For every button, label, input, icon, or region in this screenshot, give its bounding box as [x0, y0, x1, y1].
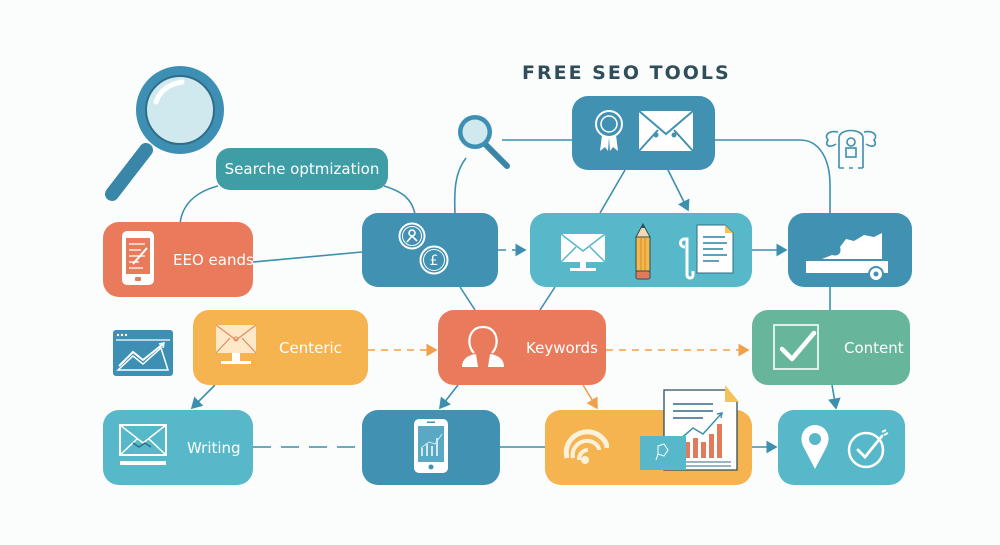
- content-label: Content: [844, 338, 904, 357]
- magnifier-icon: [98, 62, 238, 207]
- seo-brands-node[interactable]: EEO eands: [103, 222, 254, 297]
- dollar-coin-icon: £: [419, 245, 449, 275]
- checkbox-icon: [772, 321, 824, 375]
- monitor-envelope-icon: [215, 324, 257, 372]
- monitor-mail-icon: [560, 233, 606, 273]
- user-coin-icon: [398, 222, 426, 250]
- coins-node[interactable]: £: [362, 213, 498, 287]
- pencil-icon: [634, 223, 652, 281]
- tablet-edit-icon: [121, 230, 155, 290]
- award-ribbon-icon: [594, 109, 624, 157]
- molecule-card-icon: [640, 436, 686, 470]
- tools-node[interactable]: [530, 213, 752, 287]
- robot-icon: [822, 124, 880, 176]
- shoe-node[interactable]: [788, 213, 912, 287]
- analytics-window-icon: [113, 330, 173, 376]
- writing-node[interactable]: Writing: [103, 410, 253, 485]
- map-pin-icon: [800, 424, 830, 470]
- svg-text:£: £: [430, 253, 439, 269]
- envelope-icon: [637, 110, 694, 156]
- keywords-label: Keywords: [526, 338, 598, 357]
- page-title: FREE SEO TOOLS: [522, 62, 731, 84]
- writing-label: Writing: [187, 438, 241, 457]
- small-magnifier-icon: [455, 112, 513, 172]
- phone-node[interactable]: [362, 410, 500, 485]
- centeric-node[interactable]: Centeric: [193, 310, 368, 385]
- centeric-label: Centeric: [279, 338, 342, 357]
- mail-monitor-icon: [119, 423, 169, 473]
- search-optimization-label: Searche optmization: [224, 160, 380, 178]
- keywords-node[interactable]: Keywords: [438, 310, 606, 385]
- award-mail-node[interactable]: [572, 96, 715, 170]
- signal-shell-icon: [563, 428, 609, 468]
- document-hook-icon: [677, 223, 737, 281]
- content-node[interactable]: Content: [752, 310, 910, 385]
- search-optimization-node[interactable]: Searche optmization: [216, 148, 388, 190]
- location-node[interactable]: [778, 410, 905, 485]
- user-icon: [460, 323, 506, 373]
- seo-brands-label: EEO eands: [173, 250, 254, 269]
- phone-chart-icon: [413, 418, 449, 478]
- check-circle-icon: [846, 426, 890, 470]
- shoe-icon: [802, 227, 902, 283]
